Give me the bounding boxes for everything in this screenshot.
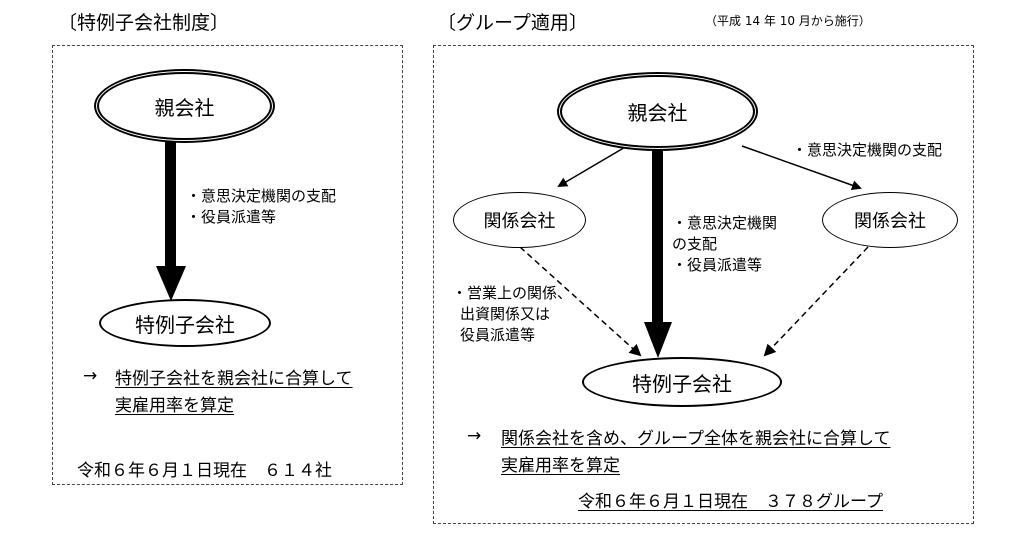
left-count: 令和６年６月１日現在 ６１４社 — [77, 461, 332, 481]
right-child-label: 特例子会社 — [632, 371, 732, 396]
label-left-2: 出資関係又は — [460, 305, 551, 323]
left-panel-title: 〔特例子会社制度〕 — [58, 12, 230, 34]
arrow-to-right-affiliate — [741, 145, 862, 191]
arrow-to-left-affiliate — [557, 145, 628, 188]
label-center-3: ・役員派遣等 — [672, 256, 763, 274]
left-result-text: 特例子会社を親会社に合算して 実雇用率を算定 — [115, 366, 353, 420]
right-panel — [433, 45, 974, 524]
left-special-subsidiary: 特例子会社 — [99, 299, 271, 347]
label-topright: ・意思決定機関の支配 — [792, 141, 943, 159]
left-affiliate-company: 関係会社 — [453, 192, 586, 248]
left-label-2: ・役員派遣等 — [186, 208, 277, 226]
left-control-labels: ・意思決定機関の支配 ・役員派遣等 — [186, 186, 336, 228]
label-center-1: ・意思決定機関 — [672, 214, 778, 232]
label-left-3: 役員派遣等 — [460, 326, 536, 344]
left-parent-company: 親会社 — [94, 69, 275, 143]
left-result-arrow: → — [83, 366, 98, 386]
left-control-arrow — [156, 142, 186, 301]
label-left-relations: ・営業上の関係、 出資関係又は 役員派遣等 — [452, 283, 572, 346]
left-child-label: 特例子会社 — [135, 312, 235, 337]
right-count: 令和６年６月１日現在 ３７８グループ — [578, 492, 883, 512]
left-result-line-2: 実雇用率を算定 — [115, 396, 234, 416]
dashed-arrow-right-affiliate — [763, 246, 869, 357]
left-label-1: ・意思決定機関の支配 — [186, 187, 337, 205]
right-parent-label: 親会社 — [627, 101, 688, 125]
label-left-1: ・営業上の関係、 — [452, 284, 573, 302]
right-result-text: 関係会社を含め、グループ全体を親会社に合算して 実雇用率を算定 — [501, 426, 890, 480]
right-affiliate-label: 関係会社 — [854, 211, 926, 232]
right-panel-title: 〔グループ適用〕 — [437, 12, 588, 34]
left-panel — [52, 45, 403, 485]
label-center-2: の支配 — [672, 235, 718, 253]
right-special-subsidiary: 特例子会社 — [582, 357, 782, 407]
right-parent-company: 親会社 — [557, 72, 758, 151]
left-parent-label: 親会社 — [154, 95, 215, 120]
right-panel-note: （平成 14 年 10 月から施行） — [705, 14, 871, 28]
left-result-line-1: 特例子会社を親会社に合算して — [115, 369, 353, 389]
left-affiliate-label: 関係会社 — [483, 211, 556, 232]
right-result-line-2: 実雇用率を算定 — [501, 456, 620, 476]
right-control-arrow — [644, 150, 672, 358]
right-affiliate-company: 関係会社 — [822, 192, 958, 248]
dashed-arrow-left-affiliate — [519, 246, 642, 357]
right-result-line-1: 関係会社を含め、グループ全体を親会社に合算して — [501, 429, 891, 449]
right-result-arrow: → — [467, 426, 482, 446]
label-center: ・意思決定機関 の支配 ・役員派遣等 — [672, 213, 777, 276]
